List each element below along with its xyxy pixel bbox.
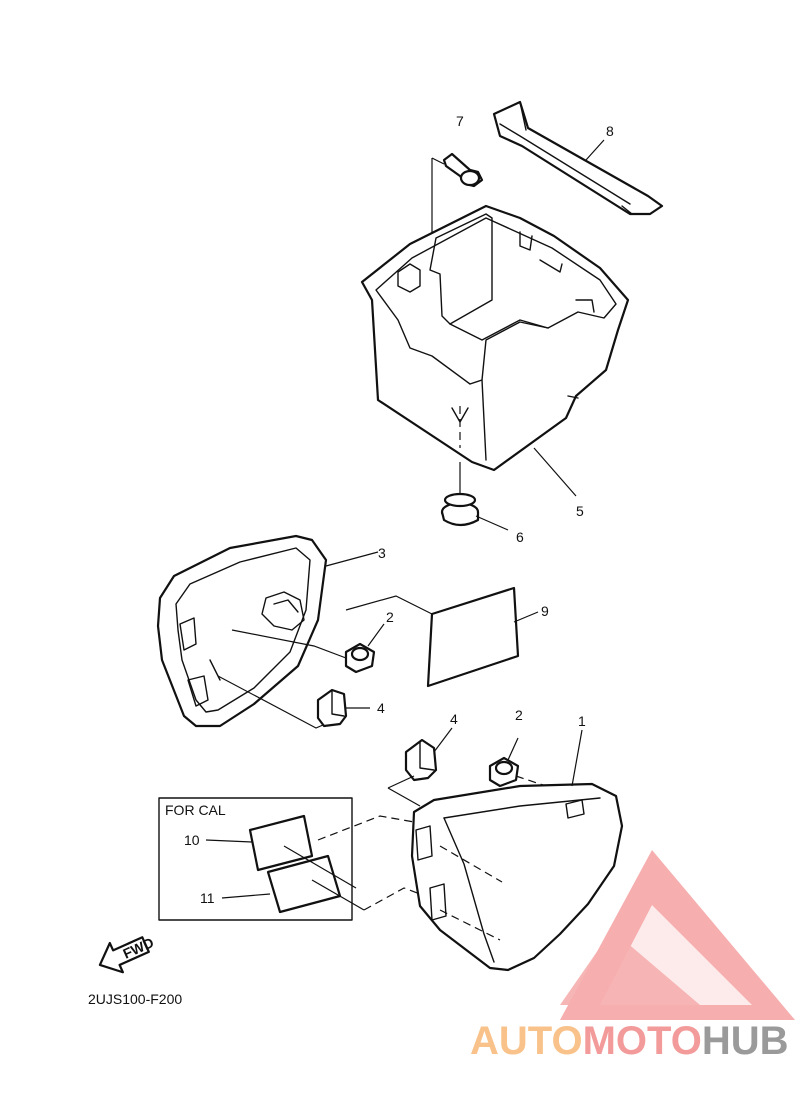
callout-6: 6	[516, 529, 524, 545]
callout-5: 5	[576, 503, 584, 519]
clip-lower-part	[387, 727, 453, 807]
callout-4-upper: 4	[377, 700, 385, 716]
diagram-code: 2UJS100-F200	[88, 991, 182, 1007]
inset-label: FOR CAL	[165, 802, 226, 818]
watermark-auto: AUTO	[470, 1019, 583, 1063]
watermark-moto: MOTO	[583, 1019, 702, 1063]
side-cover-left-part	[156, 534, 379, 729]
callout-2-lower: 2	[515, 707, 523, 723]
callout-2-upper: 2	[386, 609, 394, 625]
callout-8: 8	[606, 123, 614, 139]
callout-7: 7	[456, 113, 464, 129]
watermark-hub: HUB	[702, 1019, 789, 1063]
callout-10: 10	[184, 832, 200, 848]
emblem-plate-part	[345, 586, 539, 688]
damper-part	[440, 462, 509, 531]
grommet-upper-part	[344, 623, 385, 674]
grommet-lower-part	[488, 737, 565, 793]
svg-text:AUTOMOTOHUB: AUTOMOTOHUB	[470, 1019, 789, 1063]
watermark-logo	[560, 850, 795, 1020]
for-cal-inset	[158, 797, 421, 921]
callout-3: 3	[378, 545, 386, 561]
battery-band-part	[492, 100, 664, 216]
callout-11: 11	[200, 890, 215, 906]
forward-direction-arrow: FWD	[98, 934, 156, 974]
clip-upper-part	[316, 688, 370, 728]
callout-1: 1	[578, 713, 586, 729]
battery-box-part	[360, 204, 630, 497]
watermark-text: AUTOMOTOHUB	[470, 1019, 789, 1063]
callout-4-lower: 4	[450, 711, 458, 727]
side-cover-right-part	[410, 729, 624, 972]
callout-9: 9	[541, 603, 549, 619]
